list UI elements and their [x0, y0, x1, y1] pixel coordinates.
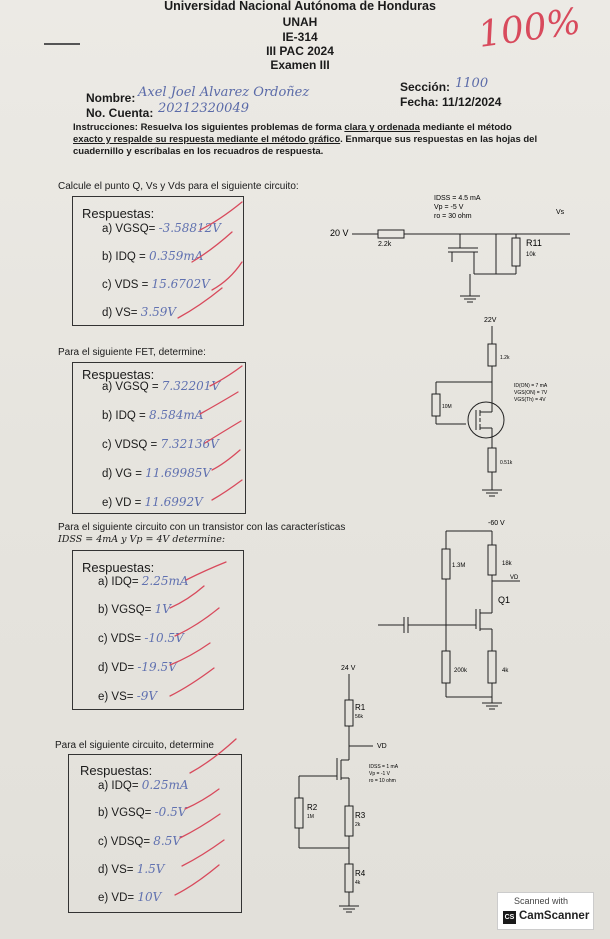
answer-box-3-title: Respuestas: [82, 560, 155, 575]
svg-text:R11: R11 [526, 238, 542, 248]
svg-text:1.2k: 1.2k [500, 355, 510, 361]
circuit-1: 20 V 2.2k IDSS = 4.5 mA Vp = -5 V ro = 3… [330, 195, 570, 303]
svg-text:VGS(Th) = 4V: VGS(Th) = 4V [514, 397, 546, 403]
circuit-4: 24 V R1 56k VD IDSS = 1 mA Vp = -1 V ro … [294, 665, 399, 913]
answer-box-1-title: Respuestas: [82, 206, 155, 221]
svg-text:ro = 10 ohm: ro = 10 ohm [369, 778, 396, 784]
svg-text:0.51k: 0.51k [500, 460, 513, 466]
svg-text:2k: 2k [355, 822, 361, 828]
svg-text:ro = 30 ohm: ro = 30 ohm [434, 213, 472, 220]
p4-answer-c: c) VDSQ= 8.5V [98, 834, 182, 848]
section-label: Sección: [400, 80, 451, 94]
svg-text:4k: 4k [502, 668, 509, 674]
svg-text:Vp = -5 V: Vp = -5 V [434, 204, 464, 211]
svg-text:24 V: 24 V [341, 665, 356, 672]
camscanner-logo-icon: CS [503, 911, 516, 924]
p3-answer-e: e) VS= -9V [98, 689, 158, 703]
instructions: Instrucciones: Resuelva los siguientes p… [73, 122, 538, 157]
p3-answer-d: d) VD= -19.5V [98, 660, 177, 674]
svg-text:2.2k: 2.2k [378, 241, 392, 248]
svg-text:20 V: 20 V [330, 228, 349, 238]
svg-text:56k: 56k [355, 714, 364, 720]
svg-text:200k: 200k [454, 668, 468, 674]
university-name: Universidad Nacional Autónoma de Hondura… [164, 0, 436, 13]
circuit-3: -60 V 1.3M 18k VD Q1 200k 4k [378, 520, 520, 710]
p2-answer-c: c) VDSQ = 7.32136V [102, 437, 219, 451]
svg-text:1M: 1M [307, 814, 314, 820]
answer-box-3 [72, 550, 244, 710]
svg-text:VGS(ON) = 7V: VGS(ON) = 7V [514, 390, 548, 396]
account-value: 20212320049 [158, 101, 249, 116]
svg-text:R4: R4 [355, 869, 366, 878]
p2-answer-e: e) VD = 11.6992V [102, 495, 203, 509]
answer-box-4-title: Respuestas: [80, 763, 153, 778]
answer-box-4 [68, 754, 242, 913]
name-value: Axel Joel Alvarez Ordoñez [138, 85, 310, 100]
svg-text:VD: VD [377, 743, 387, 750]
problem-1-prompt: Calcule el punto Q, Vs y Vds para el sig… [58, 181, 299, 192]
p1-answer-a: a) VGSQ= -3.58812V [102, 221, 221, 235]
svg-text:R2: R2 [307, 803, 318, 812]
name-label: Nombre: [86, 91, 136, 105]
academic-period: III PAC 2024 [266, 44, 334, 58]
problem-3-prompt: Para el siguiente circuito con un transi… [58, 522, 346, 533]
p4-answer-a: a) IDQ= 0.25mA [98, 778, 189, 792]
account-label: No. Cuenta: [86, 106, 154, 120]
p1-answer-b: b) IDQ = 0.359mA [102, 249, 204, 263]
university-acronym: UNAH [282, 15, 318, 29]
p4-answer-b: b) VGSQ= -0.5V [98, 805, 187, 819]
circuit-2: 22V 1.2k 10M 0.51k ID(ON) = 7 mA VGS(ON)… [431, 317, 548, 497]
answer-box-2-title: Respuestas: [82, 367, 155, 382]
problem-4-prompt: Para el siguiente circuito, determine [55, 740, 214, 751]
margin-mark [44, 43, 80, 45]
answer-box-1 [72, 196, 244, 326]
answer-box-2 [72, 362, 246, 514]
p2-answer-b: b) IDQ = 8.584mA [102, 408, 204, 422]
svg-text:R1: R1 [355, 703, 366, 712]
p2-answer-a: a) VGSQ = 7.32201V [102, 379, 221, 393]
svg-text:4k: 4k [355, 880, 361, 886]
svg-text:ID(ON) = 7 mA: ID(ON) = 7 mA [514, 383, 548, 389]
problem-3-conditions: IDSS = 4mA y Vp = 4V determine: [58, 534, 226, 545]
svg-text:-60 V: -60 V [488, 520, 505, 527]
course-code: IE-314 [282, 30, 318, 44]
p3-answer-a: a) IDQ= 2.25mA [98, 574, 189, 588]
p2-answer-d: d) VG = 11.69985V [102, 466, 212, 480]
svg-text:10M: 10M [442, 404, 452, 410]
p1-answer-d: d) VS= 3.59V [102, 305, 177, 319]
problem-2-prompt: Para el siguiente FET, determine: [58, 347, 206, 358]
svg-text:IDSS = 4.5 mA: IDSS = 4.5 mA [434, 195, 481, 202]
p3-answer-b: b) VGSQ= 1V [98, 602, 171, 616]
exam-title: Examen III [270, 58, 330, 72]
p4-answer-e: e) VD= 10V [98, 890, 162, 904]
section-value: 1100 [455, 76, 489, 91]
camscanner-watermark: Scanned with CS CamScanner [497, 892, 594, 930]
svg-text:R3: R3 [355, 811, 366, 820]
svg-text:22V: 22V [484, 317, 497, 324]
svg-text:Q1: Q1 [498, 595, 510, 605]
svg-text:VD: VD [510, 575, 519, 581]
svg-text:18k: 18k [502, 561, 513, 567]
exam-date: Fecha: 11/12/2024 [400, 95, 502, 109]
svg-text:Vp = -1 V: Vp = -1 V [369, 771, 391, 777]
svg-text:Vs: Vs [556, 209, 565, 216]
p1-answer-c: c) VDS = 15.6702V [102, 277, 210, 291]
svg-text:10k: 10k [526, 252, 537, 258]
p4-answer-d: d) VS= 1.5V [98, 862, 165, 876]
svg-text:1.3M: 1.3M [452, 563, 465, 569]
svg-text:IDSS = 1 mA: IDSS = 1 mA [369, 764, 399, 770]
p3-answer-c: c) VDS= -10.5V [98, 631, 184, 645]
